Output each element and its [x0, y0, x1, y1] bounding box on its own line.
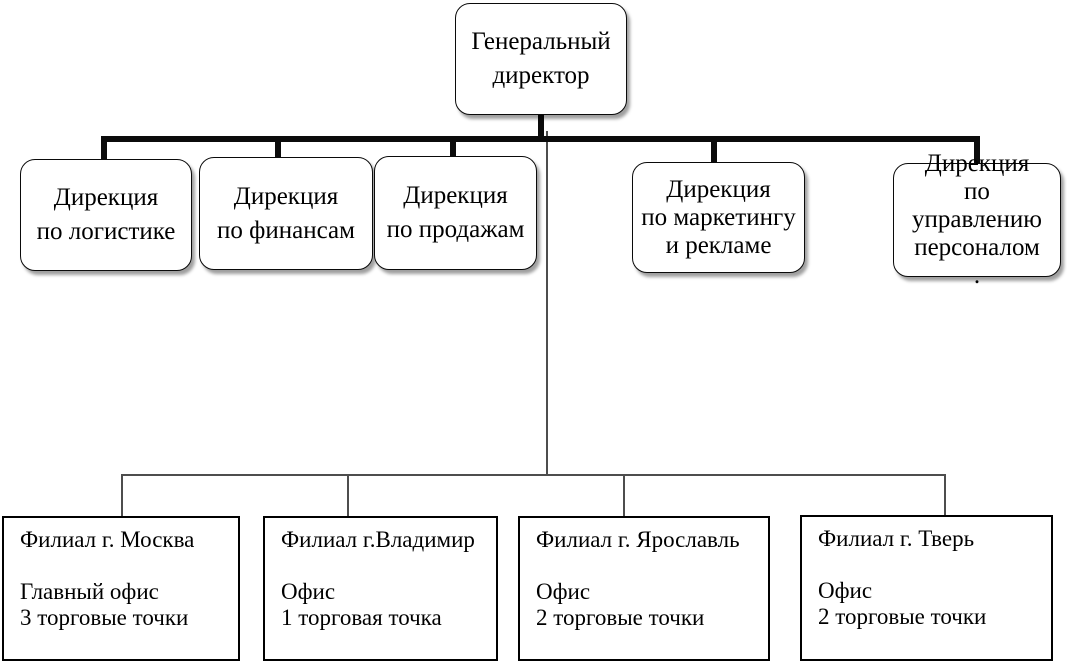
connector-drop-hr	[974, 140, 980, 164]
node-branch-tver: Филиал г. Тверь Офис 2 торговые точки	[800, 515, 1053, 661]
node-directorate-logistics: Дирекция по логистике	[20, 159, 192, 271]
node-directorate-hr: Дирекция по управлению персоналом .	[893, 150, 1061, 289]
branch-name: Филиал г.Владимир	[281, 527, 475, 552]
connector-drop-finance	[275, 140, 281, 158]
branch-outlets: 2 торговые точки	[536, 605, 705, 630]
branch-office: Офис	[536, 579, 591, 604]
branch-spacer	[818, 552, 1035, 578]
branch-outlets: 1 торговая точка	[281, 605, 442, 630]
connector-root-stub	[538, 113, 544, 139]
connector-drop-marketing	[711, 140, 717, 163]
branch-spacer	[536, 553, 752, 579]
node-directorate-sales-label: Дирекция по продажам	[386, 182, 525, 243]
node-branch-moscow: Филиал г. Москва Главный офис 3 торговые…	[2, 516, 240, 661]
branch-name: Филиал г. Ярославль	[536, 527, 740, 552]
branch-office: Главный офис	[20, 579, 159, 604]
branch-office: Офис	[818, 578, 873, 603]
node-directorate-logistics-label: Дирекция по логистике	[36, 184, 176, 245]
connector-directorates-horizontal	[101, 136, 980, 142]
connector-drop-vladimir	[347, 474, 349, 517]
branch-spacer	[20, 553, 222, 579]
connector-drop-logistics	[101, 140, 107, 161]
connector-center-vertical	[546, 131, 548, 476]
node-directorate-marketing: Дирекция по маркетингу и рекламе	[632, 162, 805, 273]
branch-spacer	[281, 553, 480, 579]
connector-drop-yaroslavl	[623, 474, 625, 517]
branch-name: Филиал г. Москва	[20, 527, 195, 552]
node-directorate-finance: Дирекция по финансам	[199, 157, 373, 270]
branch-outlets: 2 торговые точки	[818, 604, 987, 629]
node-directorate-sales: Дирекция по продажам	[374, 156, 537, 270]
node-directorate-finance-label: Дирекция по финансам	[217, 182, 355, 244]
node-directorate-hr-label: Дирекция по управлению персоналом .	[912, 150, 1042, 289]
connector-branches-horizontal	[121, 474, 946, 476]
branch-outlets: 3 торговые точки	[20, 605, 189, 630]
connector-drop-tver	[944, 474, 946, 517]
node-branch-yaroslavl: Филиал г. Ярославль Офис 2 торговые точк…	[518, 516, 770, 661]
node-directorate-marketing-label: Дирекция по маркетингу и рекламе	[641, 175, 796, 259]
node-general-director: Генеральный директор	[455, 3, 627, 115]
connector-drop-moscow	[121, 474, 123, 517]
branch-office: Офис	[281, 579, 336, 604]
node-general-director-label: Генеральный директор	[471, 28, 611, 89]
connector-drop-sales	[450, 140, 456, 157]
branch-name: Филиал г. Тверь	[818, 526, 975, 551]
node-branch-vladimir: Филиал г.Владимир Офис 1 торговая точка	[263, 516, 498, 661]
